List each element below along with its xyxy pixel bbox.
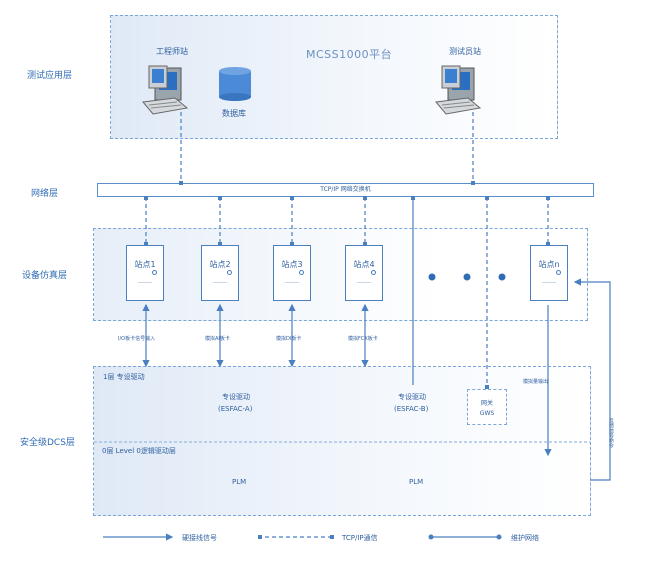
station-n: 站点n bbox=[530, 245, 568, 301]
network-switch-bar: TCP/IP 网络交换机 bbox=[97, 183, 594, 197]
status-indicator bbox=[227, 270, 232, 275]
gateway-label: 网关 bbox=[480, 400, 493, 407]
signal-label: 模拟FCX板卡 bbox=[348, 336, 378, 342]
layer-label-device: 设备仿真层 bbox=[22, 271, 68, 281]
layer-label-dcs: 安全级DCS层 bbox=[20, 438, 75, 448]
station-divider bbox=[285, 282, 299, 283]
computer-icon bbox=[141, 62, 193, 120]
station-3: 站点3 bbox=[273, 245, 311, 301]
station-divider bbox=[542, 282, 556, 283]
plm-label: PLM bbox=[232, 478, 247, 486]
database-label: 数据库 bbox=[222, 109, 246, 118]
status-indicator bbox=[371, 270, 376, 275]
driver-b-sub: (ESFAC-B) bbox=[394, 405, 429, 413]
station-1: 站点1 bbox=[126, 245, 164, 301]
station-label: 站点1 bbox=[134, 260, 156, 269]
status-indicator bbox=[299, 270, 304, 275]
station-divider bbox=[138, 282, 152, 283]
station-label: 站点n bbox=[538, 260, 560, 269]
station-divider bbox=[357, 282, 371, 283]
platform-title: MCSS1000平台 bbox=[306, 48, 393, 61]
layer-label-app: 测试应用层 bbox=[27, 71, 73, 81]
driver-b-label: 专设驱动 bbox=[398, 393, 426, 401]
legend-maintenance: 维护网络 bbox=[511, 534, 539, 542]
output-signal-label: 模拟量输出 bbox=[523, 379, 549, 385]
feedback-label: 反馈信号命令 bbox=[608, 418, 614, 448]
plm-label: PLM bbox=[409, 478, 424, 486]
driver-a-sub: (ESFAC-A) bbox=[218, 405, 253, 413]
legend-tcpip: TCP/IP通信 bbox=[342, 534, 378, 542]
station-label: 站点2 bbox=[209, 260, 231, 269]
station-divider bbox=[213, 282, 227, 283]
station-label: 站点4 bbox=[353, 260, 375, 269]
status-indicator bbox=[556, 270, 561, 275]
status-indicator bbox=[152, 270, 157, 275]
station-label: 站点3 bbox=[281, 260, 303, 269]
dcs-layer-zone bbox=[93, 366, 591, 516]
station-4: 站点4 bbox=[345, 245, 383, 301]
station-2: 站点2 bbox=[201, 245, 239, 301]
computer-icon bbox=[434, 62, 486, 120]
level0-label: 0层 Level 0逻辑驱动层 bbox=[102, 447, 176, 455]
signal-label: 模拟DI板卡 bbox=[276, 336, 302, 342]
signal-label: I/O板卡信号输入 bbox=[118, 336, 156, 342]
gateway-box: 网关 GWS bbox=[467, 389, 507, 425]
level1-label: 1层 专设驱动 bbox=[103, 373, 145, 381]
layer-label-network: 网络层 bbox=[31, 189, 59, 199]
database-icon bbox=[218, 66, 252, 102]
tester-station-label: 测试员站 bbox=[449, 47, 481, 56]
signal-label: 模拟AI板卡 bbox=[205, 336, 230, 342]
engineer-station-label: 工程师站 bbox=[156, 47, 188, 56]
gateway-sub: GWS bbox=[479, 410, 495, 417]
driver-a-label: 专设驱动 bbox=[222, 393, 250, 401]
legend-hardwire: 硬接线信号 bbox=[182, 534, 217, 542]
app-layer-zone bbox=[110, 15, 558, 139]
device-layer-zone bbox=[93, 228, 588, 321]
